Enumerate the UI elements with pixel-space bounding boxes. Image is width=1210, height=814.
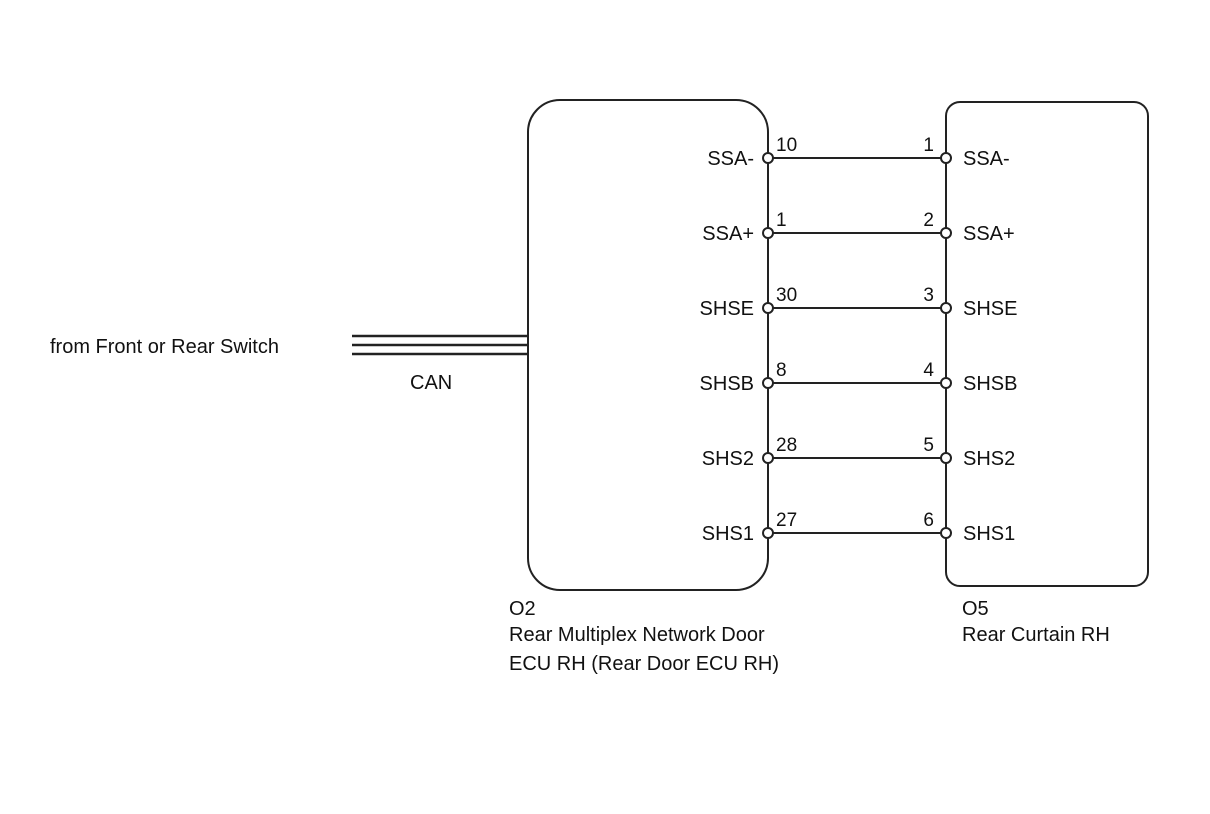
can-bus (352, 334, 528, 356)
ecu-pin-number: 8 (776, 360, 787, 381)
ecu-terminal (762, 227, 774, 239)
ecu-signal-label: SHS1 (702, 523, 754, 545)
ecu-terminal (762, 152, 774, 164)
curtain-signal-label: SSA+ (963, 223, 1015, 245)
ecu-code: O2 (509, 598, 536, 620)
curtain-signal-label: SHSE (963, 298, 1017, 320)
curtain-pin-number: 5 (923, 435, 934, 456)
curtain-pin-number: 3 (923, 285, 934, 306)
ecu-signal-label: SSA+ (702, 223, 754, 245)
curtain-box (945, 101, 1149, 587)
ecu-signal-label: SHS2 (702, 448, 754, 470)
curtain-signal-label: SHSB (963, 373, 1017, 395)
ecu-pin-number: 1 (776, 210, 787, 231)
curtain-name: Rear Curtain RH (962, 624, 1110, 646)
ecu-pin-number: 10 (776, 135, 797, 156)
ecu-terminal (762, 452, 774, 464)
curtain-terminal (940, 377, 952, 389)
ecu-name-line2: ECU RH (Rear Door ECU RH) (509, 653, 779, 675)
curtain-terminal (940, 527, 952, 539)
curtain-terminal (940, 302, 952, 314)
curtain-signal-label: SSA- (963, 148, 1010, 170)
ecu-signal-label: SSA- (707, 148, 754, 170)
curtain-signal-label: SHS1 (963, 523, 1015, 545)
curtain-pin-number: 6 (923, 510, 934, 531)
curtain-pin-number: 2 (923, 210, 934, 231)
ecu-terminal (762, 527, 774, 539)
curtain-pin-number: 1 (923, 135, 934, 156)
curtain-terminal (940, 227, 952, 239)
source-label: from Front or Rear Switch (50, 336, 279, 358)
ecu-signal-label: SHSE (700, 298, 754, 320)
ecu-terminal (762, 302, 774, 314)
ecu-signal-label: SHSB (700, 373, 754, 395)
curtain-terminal (940, 452, 952, 464)
ecu-box (527, 99, 769, 591)
curtain-terminal (940, 152, 952, 164)
curtain-signal-label: SHS2 (963, 448, 1015, 470)
curtain-pin-number: 4 (923, 360, 934, 381)
ecu-pin-number: 30 (776, 285, 797, 306)
curtain-code: O5 (962, 598, 989, 620)
ecu-pin-number: 27 (776, 510, 797, 531)
ecu-terminal (762, 377, 774, 389)
ecu-name-line1: Rear Multiplex Network Door (509, 624, 765, 646)
ecu-pin-number: 28 (776, 435, 797, 456)
can-label: CAN (410, 372, 452, 394)
